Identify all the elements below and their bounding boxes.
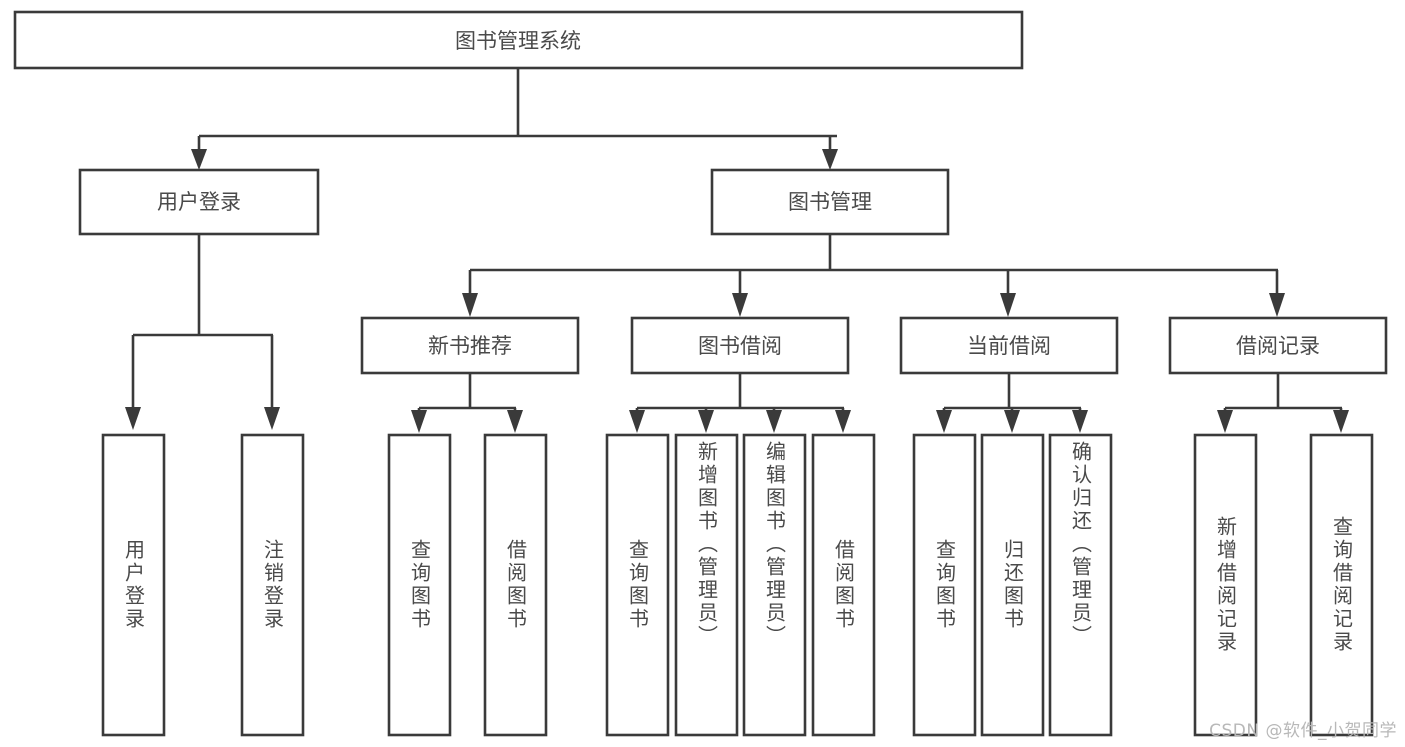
leaf-box-logout[interactable] <box>240 433 305 737</box>
node-root-label: 图书管理系统 <box>455 29 581 53</box>
node-borrow-record-label: 借阅记录 <box>1236 334 1320 358</box>
node-book-borrow[interactable]: 图书借阅 <box>630 316 850 375</box>
leaf-box-edit-book[interactable] <box>742 433 807 737</box>
arrow-head-leaf-edit-book <box>766 410 782 433</box>
arrow-head-leaf-user-login <box>125 407 141 430</box>
node-new-book-recommend-box[interactable] <box>360 316 580 375</box>
node-new-book-recommend-label: 新书推荐 <box>428 334 512 358</box>
node-current-borrow-box[interactable] <box>899 316 1119 375</box>
arrow-head-leaf-borrow-book-2 <box>835 410 851 433</box>
node-book-manage-label: 图书管理 <box>788 190 872 214</box>
arrow-head-leaf-add-record <box>1217 410 1233 433</box>
connector-root-to-level2 <box>191 68 838 170</box>
leaf-box-confirm-return[interactable] <box>1048 433 1113 737</box>
node-book-borrow-label: 图书借阅 <box>698 334 782 358</box>
leaf-box-query-record[interactable] <box>1309 433 1374 737</box>
csdn-watermark: CSDN @软件_小贺同学 <box>1209 721 1397 741</box>
leaf-box-return-book[interactable] <box>980 433 1045 737</box>
arrow-head-leaf-query-book-2 <box>629 410 645 433</box>
arrow-head-leaf-add-book <box>698 410 714 433</box>
leaf-box-user-login[interactable] <box>101 433 166 737</box>
connector-user-login-to-leaves <box>125 234 280 430</box>
arrow-head-leaf-query-record <box>1333 410 1349 433</box>
node-book-manage-box[interactable] <box>710 168 950 236</box>
leaf-box-add-book[interactable] <box>674 433 739 737</box>
arrow-head-leaf-query-book-3 <box>936 410 952 433</box>
leaf-box-query-book-2[interactable] <box>605 433 670 737</box>
arrow-head-current-borrow <box>1000 293 1016 317</box>
connector-borrow-record-to-leaves <box>1217 373 1349 433</box>
arrow-head-leaf-return-book <box>1004 410 1020 433</box>
connector-current-borrow-to-leaves <box>936 373 1088 433</box>
arrow-head-leaf-borrow-book-1 <box>507 410 523 433</box>
node-user-login-label: 用户登录 <box>157 190 241 214</box>
leaf-box-borrow-book-1[interactable] <box>483 433 548 737</box>
node-root-box[interactable] <box>13 10 1024 70</box>
node-user-login[interactable]: 用户登录 <box>78 168 320 236</box>
leaf-box-add-record[interactable] <box>1193 433 1258 737</box>
arrow-head-book-manage <box>822 149 838 170</box>
leaf-box-query-book-3[interactable] <box>912 433 977 737</box>
node-book-borrow-box[interactable] <box>630 316 850 375</box>
connector-new-book-recommend-to-leaves <box>411 373 523 433</box>
arrow-head-leaf-confirm-return <box>1072 410 1088 433</box>
arrow-head-leaf-logout <box>264 407 280 430</box>
connector-book-manage-to-level3 <box>462 234 1285 317</box>
node-borrow-record[interactable]: 借阅记录 <box>1168 316 1388 375</box>
arrow-head-borrow-record <box>1269 293 1285 317</box>
arrow-head-new-book-recommend <box>462 293 478 317</box>
arrow-head-book-borrow <box>732 293 748 317</box>
connector-book-borrow-to-leaves <box>629 373 851 433</box>
node-root[interactable]: 图书管理系统 <box>13 10 1024 70</box>
leaf-box-borrow-book-2[interactable] <box>811 433 876 737</box>
node-new-book-recommend[interactable]: 新书推荐 <box>360 316 580 375</box>
arrow-head-leaf-query-book-1 <box>411 410 427 433</box>
node-book-manage[interactable]: 图书管理 <box>710 168 950 236</box>
node-current-borrow-label: 当前借阅 <box>967 334 1051 358</box>
node-borrow-record-box[interactable] <box>1168 316 1388 375</box>
leaf-box-query-book-1[interactable] <box>387 433 452 737</box>
arrow-head-user-login <box>191 149 207 170</box>
node-current-borrow[interactable]: 当前借阅 <box>899 316 1119 375</box>
